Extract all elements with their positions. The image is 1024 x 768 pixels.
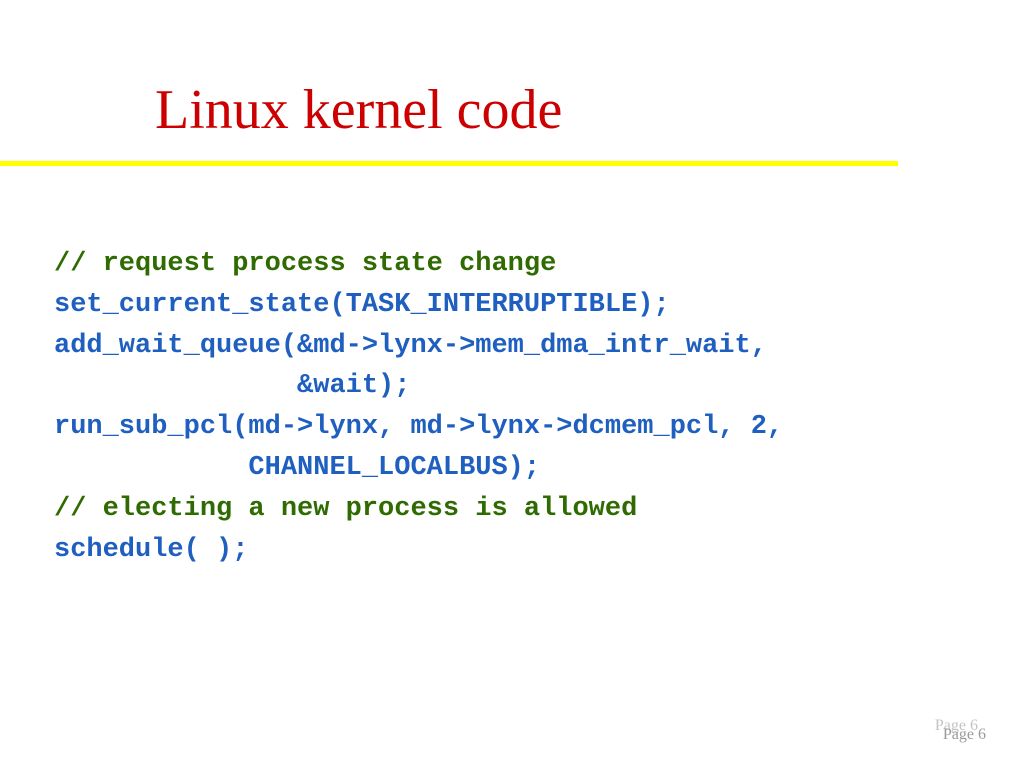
code-line: run_sub_pcl(md->lynx, md->lynx->dcmem_pc…	[54, 412, 784, 443]
code-line: set_current_state(TASK_INTERRUPTIBLE);	[54, 289, 670, 320]
code-line: schedule( );	[54, 534, 249, 565]
code-comment-line: // electing a new process is allowed	[54, 493, 638, 524]
code-comment-line: // request process state change	[54, 249, 557, 279]
title-underline	[0, 161, 898, 166]
code-line: &wait);	[54, 371, 411, 402]
code-line: CHANNEL_LOCALBUS);	[54, 452, 541, 483]
slide-title: Linux kernel code	[155, 79, 563, 141]
code-block: // request process state change set_curre…	[54, 244, 783, 570]
page-number: Page 6	[942, 726, 986, 743]
code-line: add_wait_queue(&md->lynx->mem_dma_intr_w…	[54, 330, 767, 361]
page-number-shadow: Page 6	[934, 717, 978, 734]
